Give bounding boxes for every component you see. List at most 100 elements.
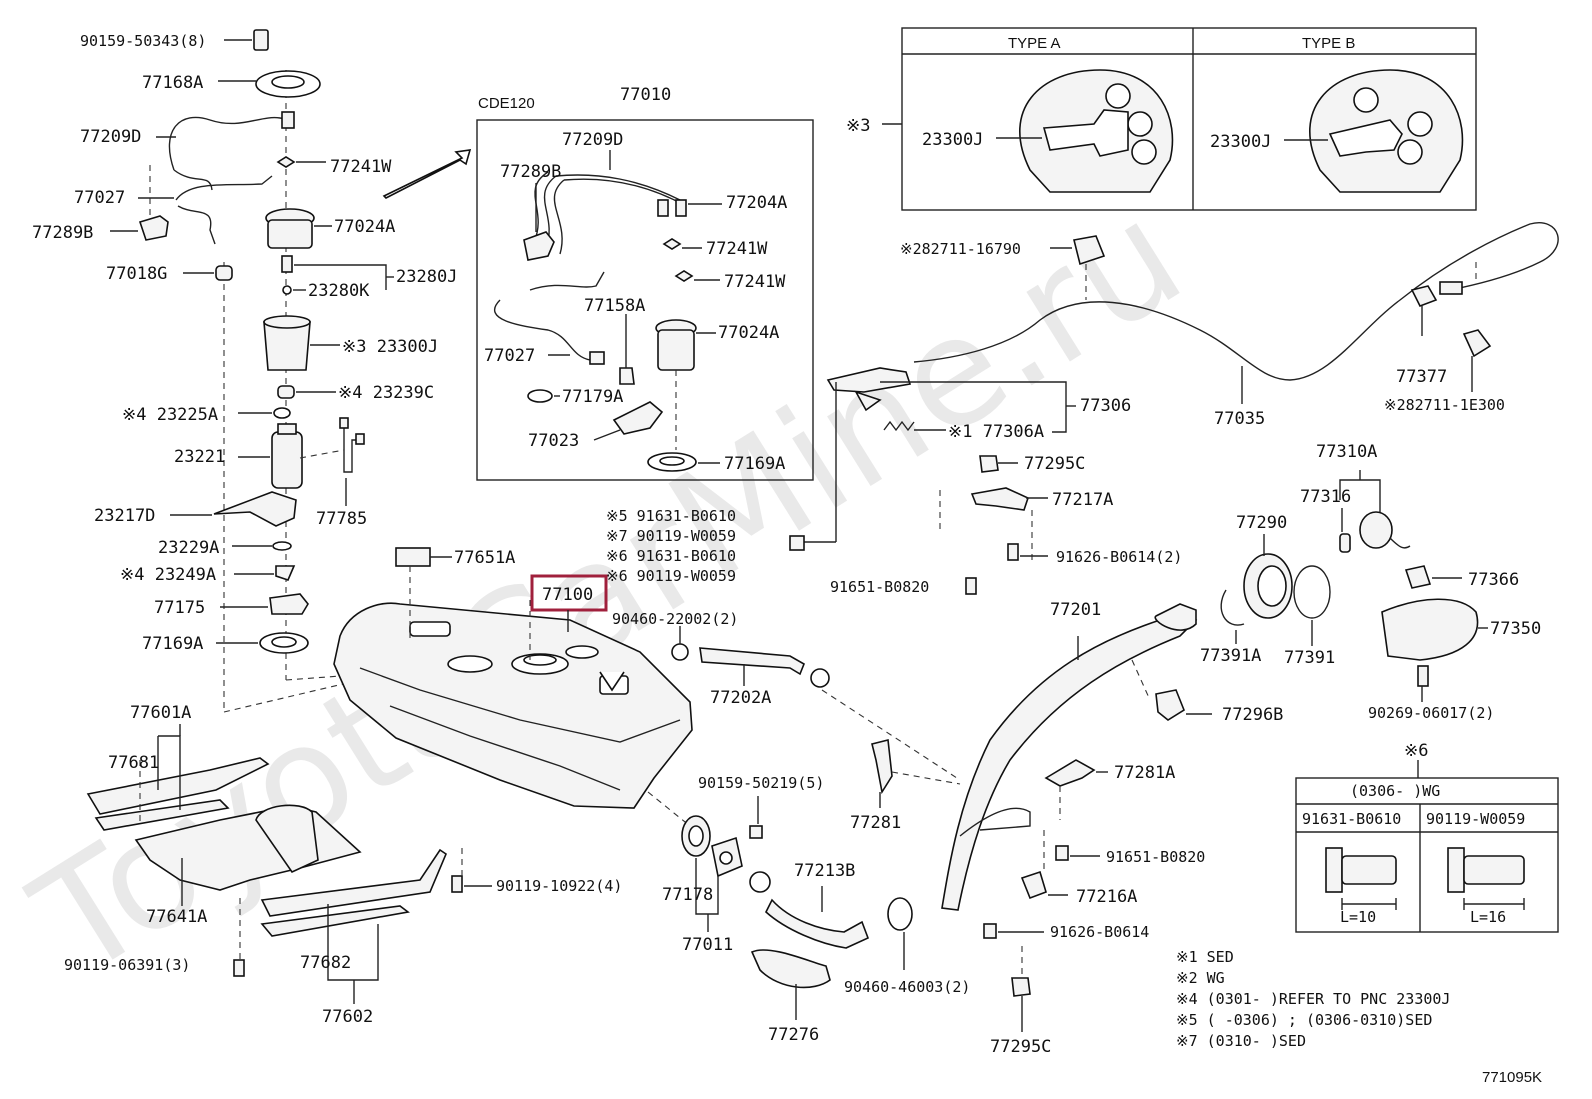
filler-pipe-parts [789,222,1559,1032]
label-77306: 77306 [1080,396,1131,416]
label-type-a-part: 23300J [922,130,983,150]
label-90269-06017: 90269-06017(2) [1368,704,1494,722]
label-77169A: 77169A [142,634,203,654]
label-i77209D: 77209D [562,130,623,150]
note-4: ※4 (0301- )REFER TO PNC 23300J [1176,990,1450,1008]
label-90159-50343: 90159-50343(8) [80,32,206,50]
label-77681: 77681 [108,753,159,773]
label-77391: 77391 [1284,648,1335,668]
label-77276: 77276 [768,1025,819,1045]
label-77011: 77011 [682,935,733,955]
label-f90119a: ※7 90119-W0059 [606,527,736,545]
label-i77241W2: 77241W [724,272,786,292]
label-91626-B0614-a: 91626-B0614(2) [1056,548,1182,566]
footer-code: 771095K [1482,1069,1542,1086]
label-77027: 77027 [74,188,125,208]
label-i77024A: 77024A [718,323,779,343]
label-77290: 77290 [1236,513,1287,533]
note-5: ※5 ( -0306) ; (0306-0310)SED [1176,1011,1432,1029]
label-91651-B0820-a: 91651-B0820 [830,578,929,596]
label-i77027: 77027 [484,346,535,366]
label-77281A: 77281A [1114,763,1175,783]
wg-len-b: L=16 [1470,908,1506,926]
label-23249A: ※4 23249A [120,565,216,585]
label-77018G: 77018G [106,264,167,284]
label-77035: 77035 [1214,409,1265,429]
label-23239C: ※4 23239C [338,383,434,403]
wg-col-a: 91631-B0610 [1302,810,1401,828]
label-f91631b: ※6 91631-B0610 [606,547,736,565]
label-77024A: 77024A [334,217,395,237]
label-77651A: 77651A [454,548,515,568]
label-f91631a: ※5 91631-B0610 [606,507,736,525]
label-i77158A: 77158A [584,296,645,316]
label-77682: 77682 [300,953,351,973]
label-23229A: 23229A [158,538,219,558]
label-77217A: 77217A [1052,490,1113,510]
label-90159-50219: 90159-50219(5) [698,774,824,792]
label-i77289B: 77289B [500,162,561,182]
inset-cde120 [476,119,814,481]
wg-box-title: ※6 [1404,741,1428,761]
wg-box-header: (0306- )WG [1350,782,1440,800]
label-77296B: 77296B [1222,705,1283,725]
label-23300J: ※3 23300J [342,337,438,357]
note-2: ※2 WG [1176,969,1225,987]
label-77295C: 77295C [1024,454,1085,474]
label-77216A: 77216A [1076,887,1137,907]
wg-col-b: 90119-W0059 [1426,810,1525,828]
label-77295C-b: 77295C [990,1037,1051,1057]
label-77168A: 77168A [142,73,203,93]
label-i77204A: 77204A [726,193,787,213]
label-77100: 77100 [542,585,593,605]
label-77391A: 77391A [1200,646,1261,666]
label-77175: 77175 [154,598,205,618]
label-77209D: 77209D [80,127,141,147]
label-77601A: 77601A [130,703,191,723]
label-f90119b: ※6 90119-W0059 [606,567,736,585]
inset-label: CDE120 [478,95,535,112]
label-77377: 77377 [1396,367,1447,387]
type-box-note: ※3 [846,116,870,136]
label-77213B: 77213B [794,861,855,881]
label-77310A: 77310A [1316,442,1377,462]
note-1: ※1 SED [1176,948,1234,966]
label-77602: 77602 [322,1007,373,1027]
type-box [882,27,1477,211]
label-77350: 77350 [1490,619,1541,639]
arrow-icon [382,149,472,199]
wg-box [1295,760,1559,933]
label-77201: 77201 [1050,600,1101,620]
part-labels: 90159-50343(8) 77168A 77209D 77241W 7702… [32,32,1542,1086]
label-77178: 77178 [662,885,713,905]
label-23280J: 23280J [396,267,457,287]
label-77241W: 77241W [330,157,392,177]
label-77366: 77366 [1468,570,1519,590]
label-i77241W1: 77241W [706,239,768,259]
note-7: ※7 (0310- )SED [1176,1032,1306,1050]
highlight-box [530,574,608,612]
filler-hoses [647,626,961,1020]
inset-title: 77010 [620,85,671,105]
label-90460-22002: 90460-22002(2) [612,610,738,628]
label-23217D: 23217D [94,506,155,526]
label-77306A: ※1 77306A [948,422,1044,442]
label-77785: 77785 [316,509,367,529]
wg-len-a: L=10 [1340,908,1376,926]
label-77316: 77316 [1300,487,1351,507]
label-90119-06391: 90119-06391(3) [64,956,190,974]
label-i77179A: 77179A [562,387,623,407]
label-23280K: 23280K [308,281,370,301]
label-90119-10922: 90119-10922(4) [496,877,622,895]
label-90460-46003: 90460-46003(2) [844,978,970,996]
tank-straps [86,724,492,1004]
label-77641A: 77641A [146,907,207,927]
label-91626-B0614-b: 91626-B0614 [1050,923,1149,941]
label-i77169A: 77169A [724,454,785,474]
label-77281: 77281 [850,813,901,833]
label-23221: 23221 [174,447,225,467]
type-a-header: TYPE A [1008,35,1061,52]
label-i77023: 77023 [528,431,579,451]
